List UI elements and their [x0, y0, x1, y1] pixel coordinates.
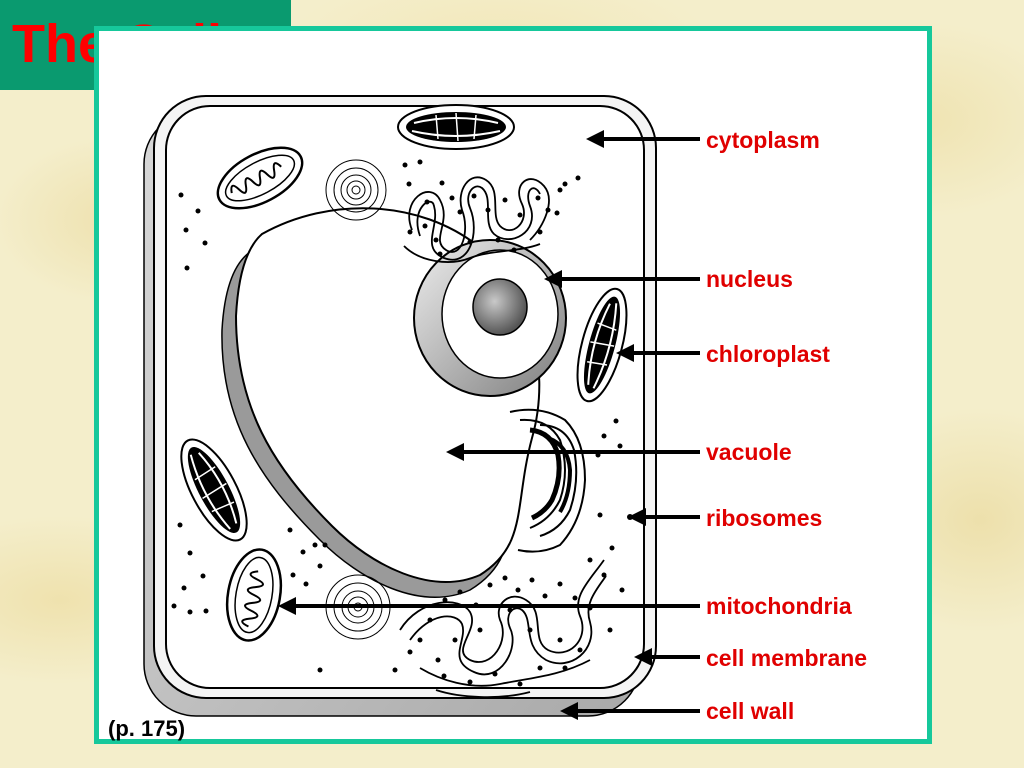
arrow-nucleus	[544, 270, 700, 288]
arrow-vacuole	[446, 443, 700, 461]
arrow-cell-wall	[560, 702, 700, 720]
label-nucleus: nucleus	[706, 266, 793, 292]
arrow-cell-membrane	[634, 648, 700, 666]
mitochondrion-bottom	[225, 548, 283, 642]
label-cytoplasm: cytoplasm	[706, 127, 820, 153]
nucleolus	[472, 278, 528, 336]
endoplasmic-reticulum-bottom	[399, 559, 607, 698]
endoplasmic-reticulum-top	[403, 176, 550, 263]
label-chloroplast: chloroplast	[706, 341, 830, 367]
label-vacuole: vacuole	[706, 439, 792, 465]
pointer-arrows	[278, 130, 700, 720]
chloroplast-right	[576, 287, 628, 403]
ribosome-dots	[171, 159, 633, 687]
page-reference-caption: (p. 175)	[108, 716, 186, 741]
arrow-cytoplasm	[586, 130, 700, 148]
label-cell-wall: cell wall	[706, 698, 795, 724]
label-mitochondria: mitochondria	[706, 593, 852, 619]
golgi-apparatus	[509, 408, 587, 553]
mitochondrion-top	[216, 146, 304, 210]
nucleus	[413, 239, 567, 397]
label-cell-membrane: cell membrane	[706, 645, 868, 671]
arrow-ribosomes	[628, 508, 700, 526]
label-ribosomes: ribosomes	[706, 505, 823, 531]
arrow-chloroplast	[616, 344, 700, 362]
chloroplast-top	[397, 104, 515, 150]
vesicle-top	[325, 159, 387, 221]
arrow-mitochondria	[278, 597, 700, 615]
chloroplast-left	[180, 438, 248, 542]
